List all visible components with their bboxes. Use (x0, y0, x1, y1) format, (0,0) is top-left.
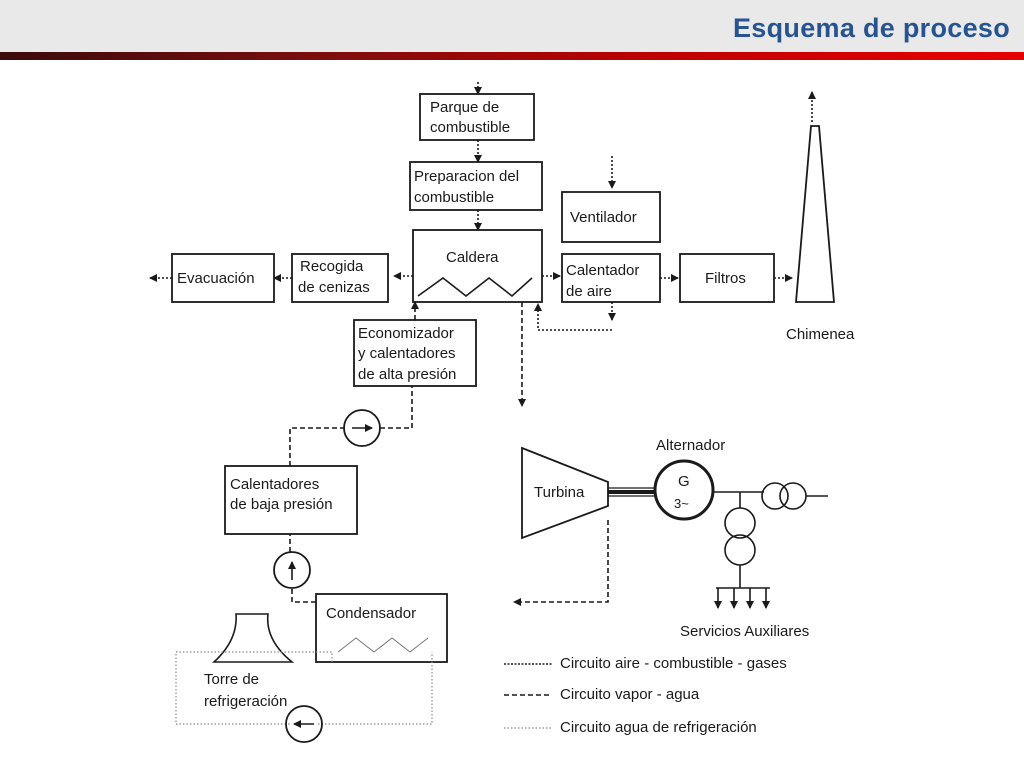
boiler-label: Caldera (446, 249, 499, 266)
air-heater-label-2: de aire (566, 283, 612, 300)
condenser-to-pump-line (291, 588, 316, 603)
ash-collection-label-1: Recogida (300, 258, 364, 275)
cooling-water-supply-line (175, 651, 333, 725)
condenser-coil (337, 637, 429, 653)
lp-heaters-box (224, 465, 358, 535)
fuel-yard-box (419, 93, 535, 141)
legend-label-air: Circuito aire - combustible - gases (560, 655, 787, 672)
economizer-label-3: de alta presión (358, 366, 456, 383)
boiler-box (412, 229, 543, 303)
stack-shape (795, 125, 835, 303)
turbine-label: Turbina (534, 484, 585, 501)
fuel-yard-label-2: combustible (430, 119, 510, 136)
lp-heaters-to-pump-line (289, 427, 344, 466)
condenser-label: Condensador (326, 605, 416, 622)
fuel-yard-label-1: Parque de (430, 99, 499, 116)
fuel-prep-label-1: Preparacion del (414, 168, 519, 185)
generator-symbol-phase: 3~ (674, 496, 689, 511)
fan-box (561, 191, 661, 243)
page-title: Esquema de proceso (733, 13, 1010, 43)
pump-arrow-up-icon (273, 551, 311, 589)
fuel-prep-label-2: combustible (414, 189, 494, 206)
cooling-tower-shape (211, 613, 295, 663)
legend-label-cooling: Circuito agua de refrigeración (560, 719, 757, 736)
turbine-shape (521, 446, 609, 540)
legend-label-steam: Circuito vapor - agua (560, 686, 700, 703)
pump-arrow-left-icon (285, 705, 323, 743)
evacuation-label: Evacuación (177, 270, 255, 287)
auxiliary-services-label: Servicios Auxiliares (680, 623, 809, 640)
economizer-label-2: y calentadores (358, 345, 456, 362)
header-bar: Esquema de proceso (0, 0, 1024, 52)
process-diagram: Parque de combustible Preparacion del co… (149, 82, 855, 743)
fuel-prep-box (409, 161, 543, 211)
title-divider (0, 52, 1024, 60)
filters-label: Filtros (705, 270, 746, 287)
lp-heaters-label-2: de baja presión (230, 496, 333, 513)
fan-label: Ventilador (570, 209, 637, 226)
ash-collection-label-2: de cenizas (298, 279, 370, 296)
boiler-coil (417, 276, 533, 298)
stack-label: Chimenea (786, 326, 855, 343)
cooling-water-return-line (318, 652, 433, 725)
turbine-exhaust-line (513, 520, 609, 606)
aux-transformer-icon (724, 507, 756, 539)
economizer-label-1: Economizador (358, 325, 454, 342)
main-transformer-icon (761, 482, 789, 510)
cooling-tower-label-2: refrigeración (204, 693, 287, 710)
pump-to-economizer-line (380, 386, 413, 429)
lp-heaters-label-1: Calentadores (230, 476, 319, 493)
condenser-box (315, 593, 448, 663)
air-heater-label-1: Calentador (566, 262, 639, 279)
alternator-label: Alternador (656, 437, 725, 454)
generator-icon (653, 459, 715, 521)
hot-air-to-boiler-line (534, 303, 612, 331)
cooling-tower-label-1: Torre de (204, 671, 259, 688)
generator-symbol-g: G (678, 473, 690, 490)
